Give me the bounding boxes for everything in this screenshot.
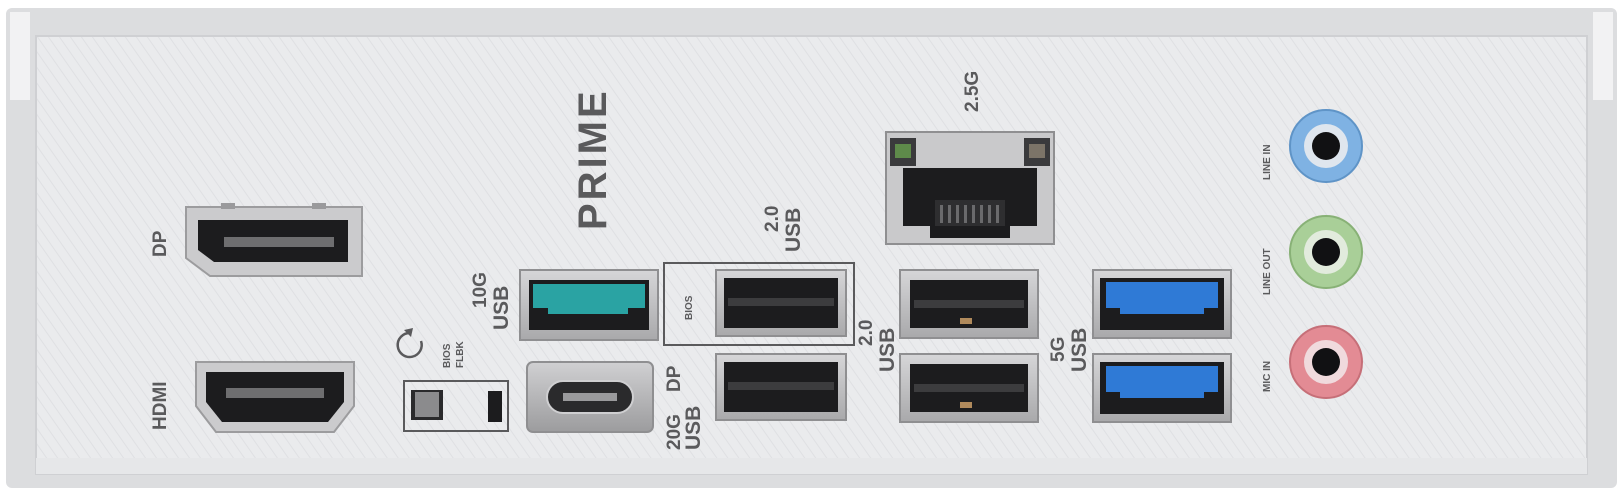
mic-in-jack[interactable] [1289, 325, 1363, 399]
usbc-dp-label: DP [664, 365, 685, 392]
usb5g-type-label: USB [1068, 328, 1091, 372]
displayport-port[interactable] [185, 203, 363, 277]
usb-2-0-bios-port[interactable] [715, 269, 847, 337]
usbc-type-label: USB [682, 406, 705, 450]
line-in-label: LINE IN [1262, 144, 1273, 180]
line-out-jack[interactable] [1289, 215, 1363, 289]
usb-c-20g-port[interactable] [526, 361, 654, 433]
usb-2-0-port-lower[interactable] [899, 353, 1039, 423]
hdmi-port[interactable] [195, 361, 355, 433]
usb20-mid-type-label: USB [876, 328, 899, 372]
usb-5g-port-lower[interactable] [1092, 353, 1232, 423]
bios-flbk-label-line2: FLBK [455, 341, 466, 368]
bios-port-box [663, 262, 855, 346]
refresh-icon [396, 328, 423, 359]
usb20-mid-speed-label: 2.0 [856, 320, 877, 346]
usbc-speed-label: 20G [664, 414, 685, 450]
usb-10g-type-label: USB [490, 286, 513, 330]
bios-flashback-button[interactable] [403, 380, 509, 432]
usb20-top-speed-label: 2.0 [762, 206, 783, 232]
bios-box-label: BIOS [684, 295, 695, 320]
usb-2-0-port-upper[interactable] [899, 269, 1039, 339]
lan-speed-label: 2.5G [962, 71, 983, 112]
usb5g-speed-label: 5G [1048, 337, 1069, 362]
hdmi-label: HDMI [150, 381, 171, 430]
dp-label: DP [150, 230, 171, 257]
usb20-top-type-label: USB [782, 208, 805, 252]
line-in-jack[interactable] [1289, 109, 1363, 183]
brand-logo: PRIME [571, 88, 615, 230]
usb-10g-speed-label: 10G [470, 272, 491, 308]
line-out-label: LINE OUT [1262, 248, 1273, 295]
bios-flbk-label-line1: BIOS [442, 343, 453, 368]
ethernet-port[interactable] [885, 131, 1055, 245]
usb-2-0-port[interactable] [715, 353, 847, 421]
mic-in-label: MIC IN [1262, 361, 1273, 392]
usb-5g-port-upper[interactable] [1092, 269, 1232, 339]
usb-10g-port[interactable] [519, 269, 659, 341]
